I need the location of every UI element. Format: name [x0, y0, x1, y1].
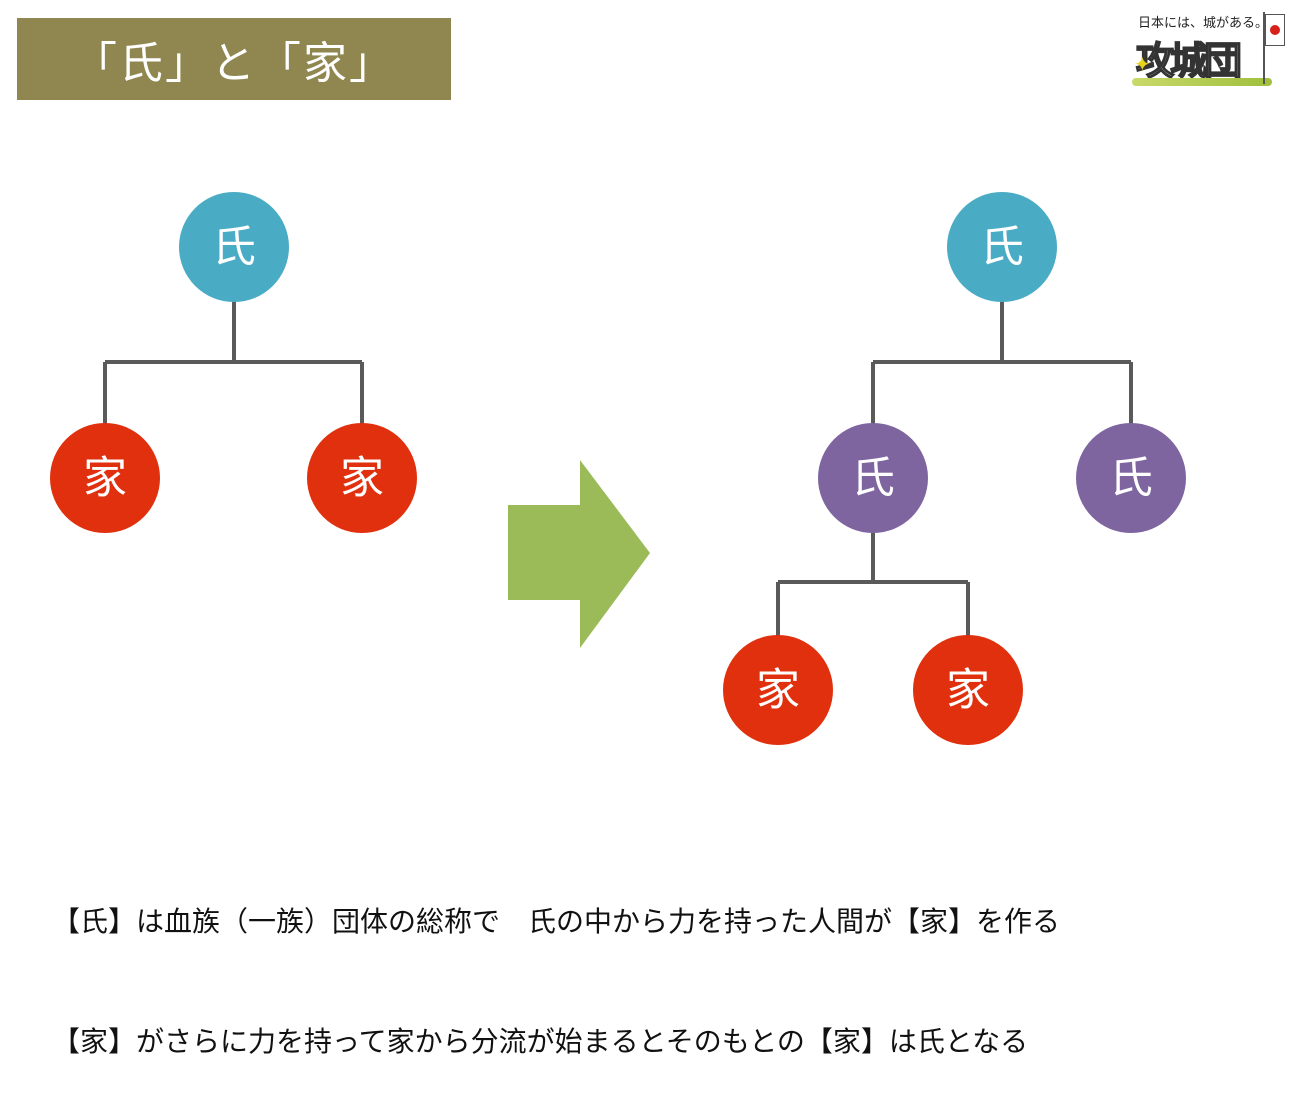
slide-title: 「氏」と「家」 [17, 18, 451, 100]
node-circle [50, 423, 160, 533]
site-logo: 日本には、城がある。 攻城団 ✦ [1132, 8, 1288, 88]
node-label: 氏 [1109, 453, 1153, 504]
node-circle [913, 635, 1023, 745]
caption-line-1: 【氏】は血族（一族）団体の総称で 氏の中から力を持った人間が【家】を作る [52, 905, 1061, 938]
node-after-clan-1: 氏 [818, 423, 928, 533]
node-label: 家 [756, 665, 800, 716]
node-label: 氏 [980, 222, 1024, 273]
node-label: 家 [83, 453, 127, 504]
node-circle [179, 192, 289, 302]
logo-tagline: 日本には、城がある。 [1138, 16, 1269, 31]
node-before-root: 氏 [179, 192, 289, 302]
caption: 【氏】は血族（一族）団体の総称で 氏の中から力を持った人間が【家】を作る 【家】… [52, 822, 1060, 1102]
flag-icon [1265, 14, 1285, 46]
node-before-house-1: 家 [50, 423, 160, 533]
node-circle [1076, 423, 1186, 533]
node-after-root: 氏 [947, 192, 1057, 302]
rising-sun-dot [1270, 25, 1280, 35]
node-label: 家 [340, 453, 384, 504]
node-label: 家 [946, 665, 990, 716]
node-circle [947, 192, 1057, 302]
node-after-clan-2: 氏 [1076, 423, 1186, 533]
after-tree: 氏 氏 氏 家 家 [723, 192, 1186, 745]
node-label: 氏 [851, 453, 895, 504]
lineage-diagram: 氏 家 家 氏 氏 氏 家 [50, 192, 1186, 745]
flag-pole [1263, 12, 1265, 84]
node-circle [818, 423, 928, 533]
caption-line-2: 【家】がさらに力を持って家から分流が始まるとそのもとの【家】は氏となる [52, 1025, 1029, 1058]
slide-title-text: 「氏」と「家」 [73, 38, 395, 89]
logo-mark: 攻城団 [1135, 38, 1243, 84]
node-before-house-2: 家 [307, 423, 417, 533]
grass-decoration [1132, 78, 1272, 86]
connector-before-root [103, 300, 364, 424]
node-circle [307, 423, 417, 533]
connector-after-root [871, 300, 1133, 424]
node-label: 氏 [212, 222, 256, 273]
sparkle-icon: ✦ [1134, 52, 1151, 76]
right-arrow-icon [508, 460, 650, 648]
node-after-house-1: 家 [723, 635, 833, 745]
node-after-house-2: 家 [913, 635, 1023, 745]
before-tree: 氏 家 家 [50, 192, 417, 533]
node-circle [723, 635, 833, 745]
connector-after-branch [776, 532, 970, 636]
